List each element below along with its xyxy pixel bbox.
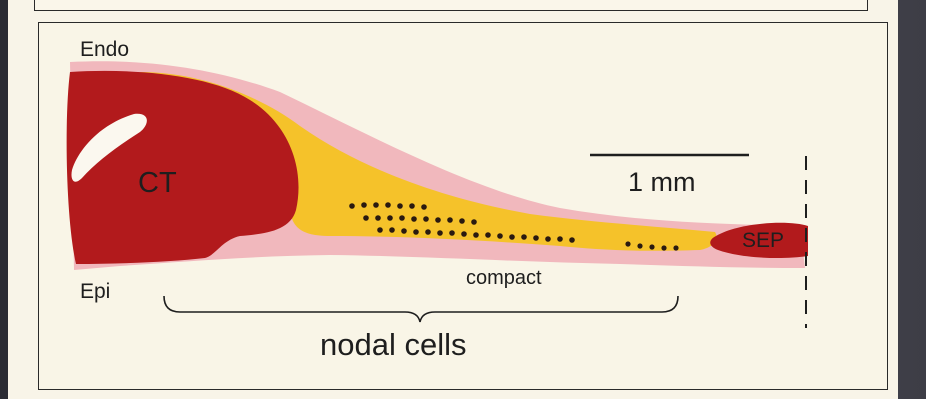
compact-label: compact — [466, 267, 542, 289]
nodal-cells-brace — [164, 296, 678, 322]
endo-label: Endo — [80, 38, 129, 61]
sep-label: SEP — [742, 229, 784, 252]
ct-label: CT — [138, 167, 177, 199]
nodal-cells-label: nodal cells — [320, 327, 466, 362]
epi-label: Epi — [80, 280, 110, 303]
scale-label: 1 mm — [628, 167, 696, 197]
